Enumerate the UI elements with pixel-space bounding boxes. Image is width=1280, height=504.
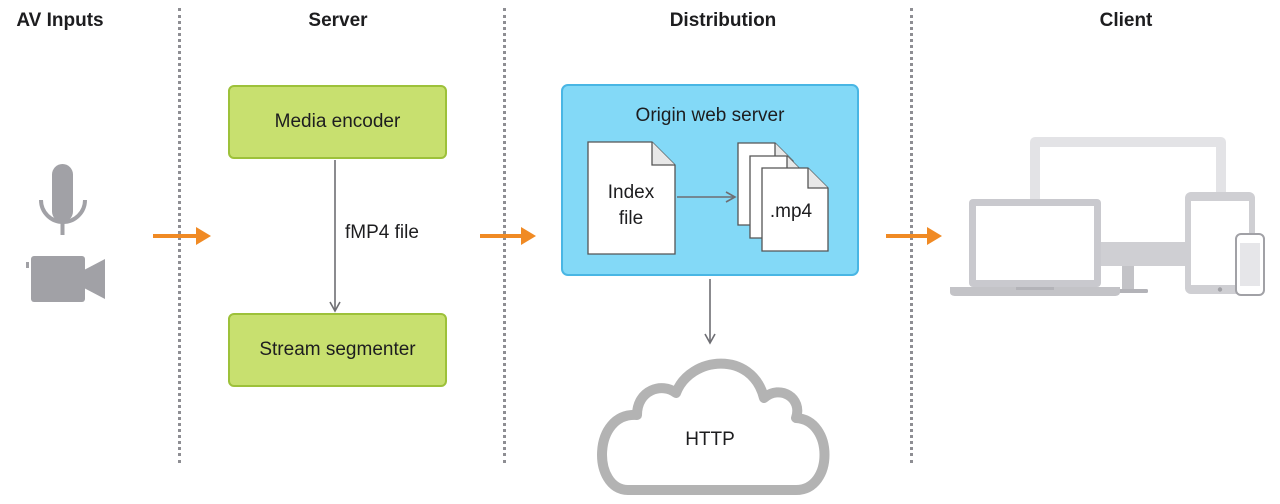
heading-server: Server <box>308 10 368 31</box>
origin-web-server-title: Origin web server <box>635 105 785 126</box>
media-encoder-label: Media encoder <box>274 111 401 132</box>
heading-av-inputs: AV Inputs <box>16 10 104 31</box>
laptop-icon <box>950 199 1120 296</box>
mp4-file-label: .mp4 <box>769 201 813 222</box>
index-file-label-line1: Index <box>607 182 655 203</box>
av-inputs-icons <box>26 164 105 302</box>
media-encoder-box: Media encoder <box>228 85 447 159</box>
flow-arrow-server-to-distribution <box>480 227 536 245</box>
flow-arrow-inputs-to-server <box>153 227 211 245</box>
stream-segmenter-label: Stream segmenter <box>259 339 416 360</box>
index-file-label: Index file <box>588 180 674 232</box>
devices-group <box>950 137 1265 296</box>
mp4-segments-stack <box>737 142 829 252</box>
stream-segmenter-box: Stream segmenter <box>228 313 447 387</box>
heading-client: Client <box>1099 10 1153 31</box>
flow-arrow-distribution-to-client <box>886 227 942 245</box>
http-cloud-icon <box>597 358 830 495</box>
microphone-icon <box>39 164 87 235</box>
heading-distribution: Distribution <box>669 10 777 31</box>
index-file-label-line2: file <box>618 208 644 229</box>
video-camera-icon <box>26 256 105 302</box>
phone-icon <box>1235 233 1265 296</box>
fmp4-file-label: fMP4 file <box>345 222 419 243</box>
http-label: HTTP <box>685 429 735 450</box>
index-file-document <box>587 141 676 255</box>
